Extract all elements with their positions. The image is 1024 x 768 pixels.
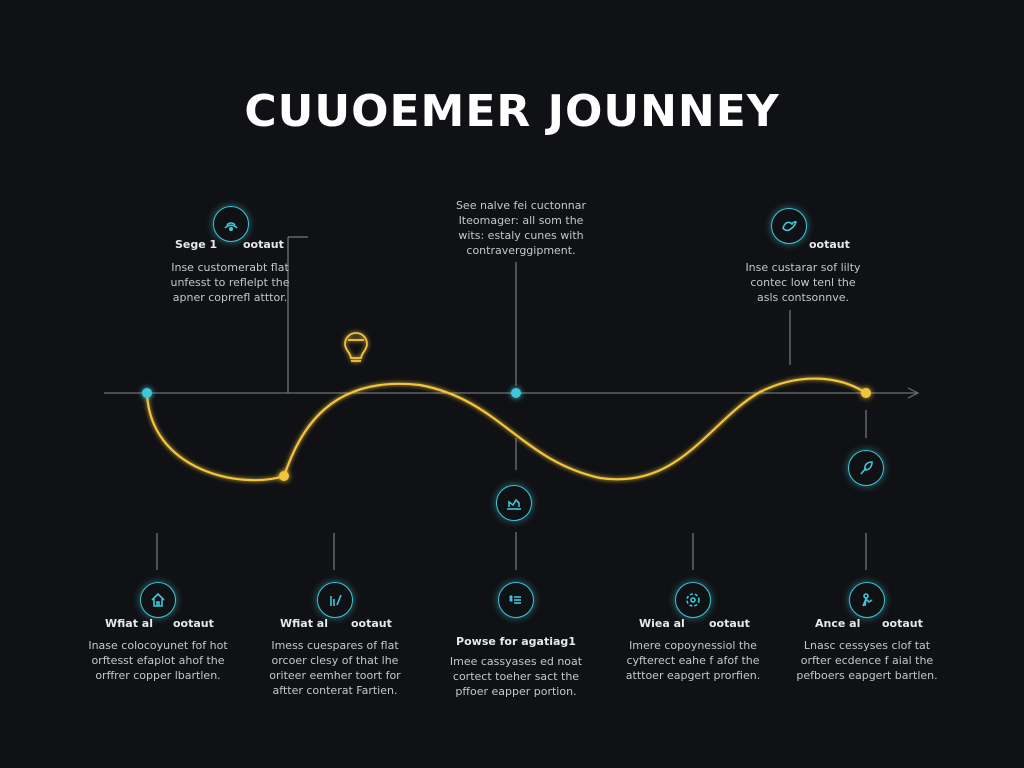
stage-tag: ootaut (882, 617, 923, 630)
chart-icon (496, 485, 532, 521)
stage-tag: ootaut (809, 238, 850, 251)
stage-heading: Powse for agatiag1 (456, 635, 576, 648)
stage-description: Imess cuespares of flat orcoer clesy of … (269, 639, 401, 697)
stage-description: See nalve fei cuctonnar Iteomager: all s… (455, 199, 587, 257)
stage-tag: ootaut (173, 617, 214, 630)
wifi-signal-icon (213, 206, 249, 242)
target-icon (675, 582, 711, 618)
person-icon (849, 582, 885, 618)
stage-label: Wfiat al (105, 617, 153, 630)
stage-tag: ootaut (351, 617, 392, 630)
journey-curve (145, 377, 867, 482)
stage-description: Lnasc cessyses clof tat orfter ecdence f… (796, 639, 938, 682)
tools-icon (317, 582, 353, 618)
milestone-dot (279, 471, 289, 481)
timeline-arrow-icon (907, 387, 920, 399)
bird-icon (771, 208, 807, 244)
stage-label: Wiea al (639, 617, 685, 630)
checklist-icon (498, 582, 534, 618)
page-title: CUUOEMER JOUNNEY (244, 86, 780, 137)
milestone-dot (142, 388, 152, 398)
leaf-icon (848, 450, 884, 486)
house-icon (140, 582, 176, 618)
milestone-dot (511, 388, 521, 398)
stage-label: Ance al (815, 617, 861, 630)
stage-tag: ootaut (709, 617, 750, 630)
stage-description: Imere copoynessiol the cyfterect eahe f … (625, 639, 761, 682)
stage-label: Sege 1 (175, 238, 218, 251)
stage-description: Inase colocoyunet fof hot orftesst efapl… (88, 639, 228, 682)
milestone-dot (861, 388, 871, 398)
stage-label: Wfiat al (280, 617, 328, 630)
lightbulb-icon (344, 332, 368, 362)
stage-tag: ootaut (243, 238, 284, 251)
stage-description: Powse for agatiag1 Imee cassyases ed noa… (436, 634, 596, 699)
stage-description: Inse custarar sof lilty contec low tenl … (745, 261, 861, 304)
stage-description: Inse customerabt flat unfesst to reflelp… (170, 261, 290, 304)
